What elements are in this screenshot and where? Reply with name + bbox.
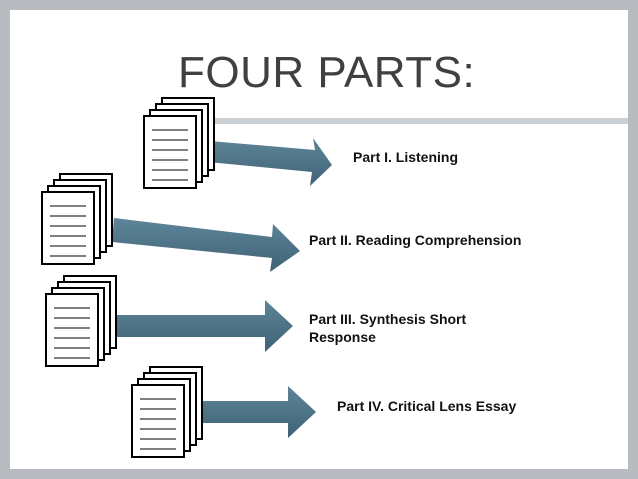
document-stack-icon bbox=[131, 366, 203, 458]
part-4-label: Part IV. Critical Lens Essay bbox=[337, 398, 517, 414]
diagram-graphics bbox=[41, 97, 332, 458]
part-1-label: Part I. Listening bbox=[353, 149, 459, 165]
document-stack-icon bbox=[41, 173, 113, 265]
arrow-right-icon bbox=[208, 138, 332, 186]
part-2-label: Part II. Reading Comprehension bbox=[309, 232, 522, 248]
arrow-right-icon bbox=[112, 218, 300, 272]
part-3-label-line2: Response bbox=[309, 329, 376, 345]
title-underline bbox=[166, 118, 628, 124]
document-stack-icon bbox=[45, 275, 117, 367]
document-stack-icon bbox=[143, 97, 215, 189]
arrow-right-icon bbox=[198, 386, 316, 438]
slide-title: FOUR PARTS: bbox=[178, 48, 476, 97]
arrow-right-icon bbox=[116, 300, 293, 352]
slide-canvas: FOUR PARTS: bbox=[10, 10, 628, 469]
part-3-label-line1: Part III. Synthesis Short bbox=[309, 311, 467, 327]
